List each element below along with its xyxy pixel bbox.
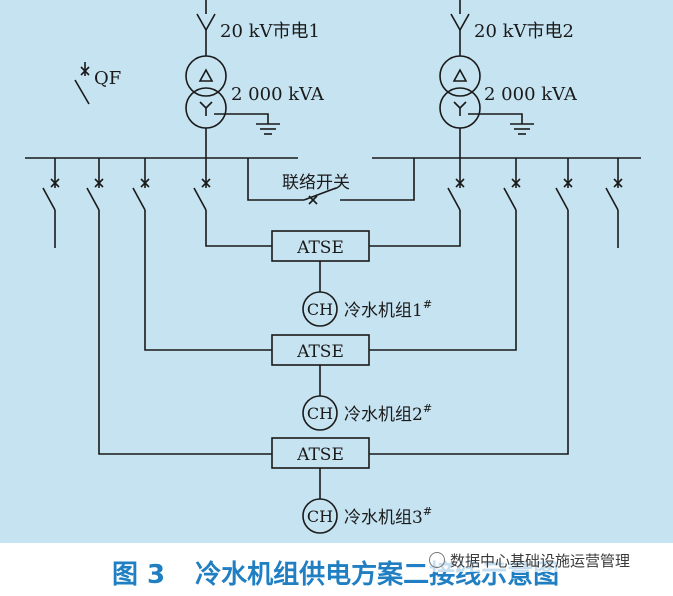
diagram-canvas: 20 kV市电1 2 000 kVA 20 kV市电2 2 000 kVA QF…: [0, 0, 673, 543]
source2-label: 20 kV市电2: [474, 21, 574, 42]
chiller-label-1: 冷水机组1#: [344, 298, 432, 321]
chiller-motor-3: [302, 498, 338, 534]
right-breaker-1: [369, 158, 465, 247]
qf-breaker-symbol: [74, 62, 90, 105]
transformer2-symbol: [439, 55, 481, 129]
figure-number: 图 3: [112, 560, 166, 590]
source1-label: 20 kV市电1: [220, 21, 320, 42]
atse-label-2: ATSE: [296, 342, 344, 362]
tie-switch-label: 联络开关: [282, 173, 350, 193]
right-breaker-3: [369, 158, 573, 455]
motor-symbol-1: CH: [307, 300, 333, 319]
chiller-label-2: 冷水机组2#: [344, 402, 432, 425]
chiller-motor-2: [302, 395, 338, 431]
ground1-symbol: [214, 113, 280, 135]
wechat-icon: [429, 552, 445, 568]
qf-legend-label: QF: [94, 68, 121, 89]
source1-feed: [196, 0, 216, 56]
atse-label-3: ATSE: [296, 445, 344, 465]
right-breaker-2: [369, 158, 521, 351]
transformer1-symbol: [185, 55, 227, 129]
left-breaker-3: [132, 158, 272, 351]
left-breaker-1: [42, 158, 60, 248]
wiring-diagram: 20 kV市电1 2 000 kVA 20 kV市电2 2 000 kVA QF…: [25, 0, 641, 534]
atse-label-1: ATSE: [296, 238, 344, 258]
watermark: 数据中心基础设施运营管理: [425, 549, 635, 572]
left-breaker-4: [193, 158, 272, 247]
motor-symbol-2: CH: [307, 404, 333, 423]
right-breaker-4: [605, 158, 623, 248]
chiller-motor-1: [302, 291, 338, 327]
transformer2-label: 2 000 kVA: [484, 84, 578, 105]
tie-switch: [247, 158, 415, 205]
motor-symbol-3: CH: [307, 507, 333, 526]
chiller-label-3: 冷水机组3#: [344, 505, 432, 528]
ground2-symbol: [468, 113, 534, 135]
left-breaker-2: [86, 158, 272, 455]
source2-feed: [450, 0, 470, 56]
transformer1-label: 2 000 kVA: [231, 84, 325, 105]
watermark-text: 数据中心基础设施运营管理: [450, 552, 631, 570]
